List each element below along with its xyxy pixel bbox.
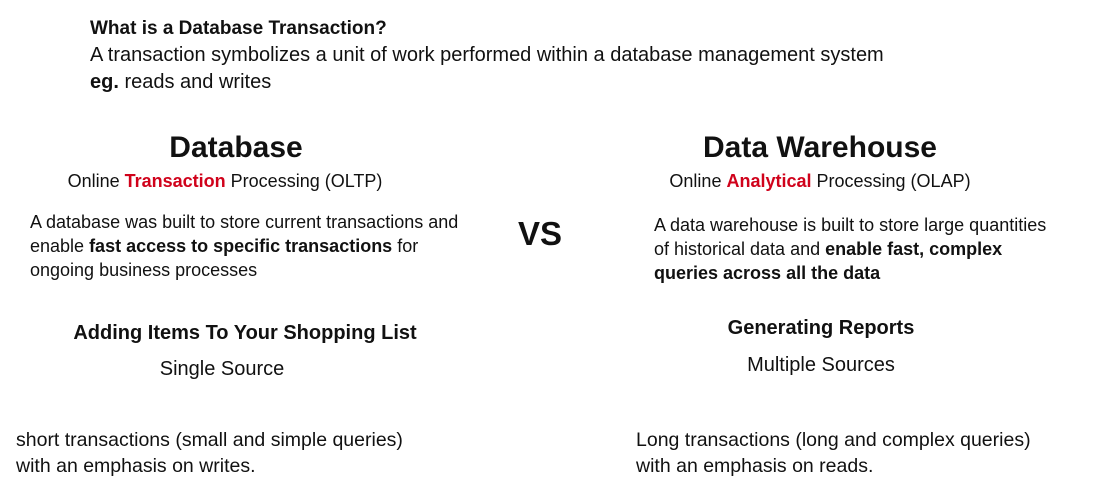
- database-bottom-line1: short transactions (small and simple que…: [16, 429, 403, 451]
- database-bottom-note: short transactions (small and simple que…: [16, 427, 486, 479]
- database-subtitle-highlight: Transaction: [124, 171, 226, 191]
- database-example-source: Single Source: [159, 358, 285, 380]
- database-title: Database: [169, 131, 303, 164]
- example-prefix: eg.: [90, 71, 119, 93]
- warehouse-desc-bold: enable fast, complex queries across all …: [654, 239, 1003, 283]
- warehouse-subtitle-highlight: Analytical: [726, 171, 812, 191]
- database-subtitle-post: Processing (OLTP): [225, 171, 383, 191]
- vs-label: VS: [517, 215, 563, 252]
- warehouse-bottom-note: Long transactions (long and complex quer…: [636, 427, 1096, 479]
- database-desc-tail: for ongoing business processes: [30, 236, 419, 280]
- warehouse-title: Data Warehouse: [703, 131, 937, 164]
- intro-definition: A transaction symbolizes a unit of work …: [90, 44, 884, 66]
- intro-example: eg. reads and writes: [90, 71, 271, 94]
- warehouse-subtitle: Online Analytical Processing (OLAP): [640, 171, 1000, 192]
- database-subtitle: Online Transaction Processing (OLTP): [40, 171, 410, 192]
- database-description: A database was built to store current tr…: [30, 210, 470, 282]
- warehouse-subtitle-pre: Online: [669, 171, 727, 191]
- warehouse-subtitle-post: Processing (OLAP): [811, 171, 971, 191]
- intro-heading: What is a Database Transaction?: [90, 18, 387, 39]
- example-text: reads and writes: [118, 71, 272, 93]
- warehouse-example-title: Generating Reports: [727, 317, 915, 339]
- database-desc-plain: A database was built to store current tr…: [30, 212, 459, 256]
- database-bottom-line2: with an emphasis on writes.: [16, 455, 256, 477]
- database-subtitle-pre: Online: [67, 171, 125, 191]
- warehouse-example-source: Multiple Sources: [747, 354, 895, 376]
- warehouse-bottom-line2: with an emphasis on reads.: [636, 455, 874, 477]
- database-desc-bold: fast access to specific transactions: [89, 236, 393, 256]
- database-example-title: Adding Items To Your Shopping List: [73, 322, 417, 344]
- warehouse-description: A data warehouse is built to store large…: [654, 213, 1064, 285]
- warehouse-bottom-line1: Long transactions (long and complex quer…: [636, 429, 1031, 451]
- warehouse-desc-plain: A data warehouse is built to store large…: [654, 215, 1047, 259]
